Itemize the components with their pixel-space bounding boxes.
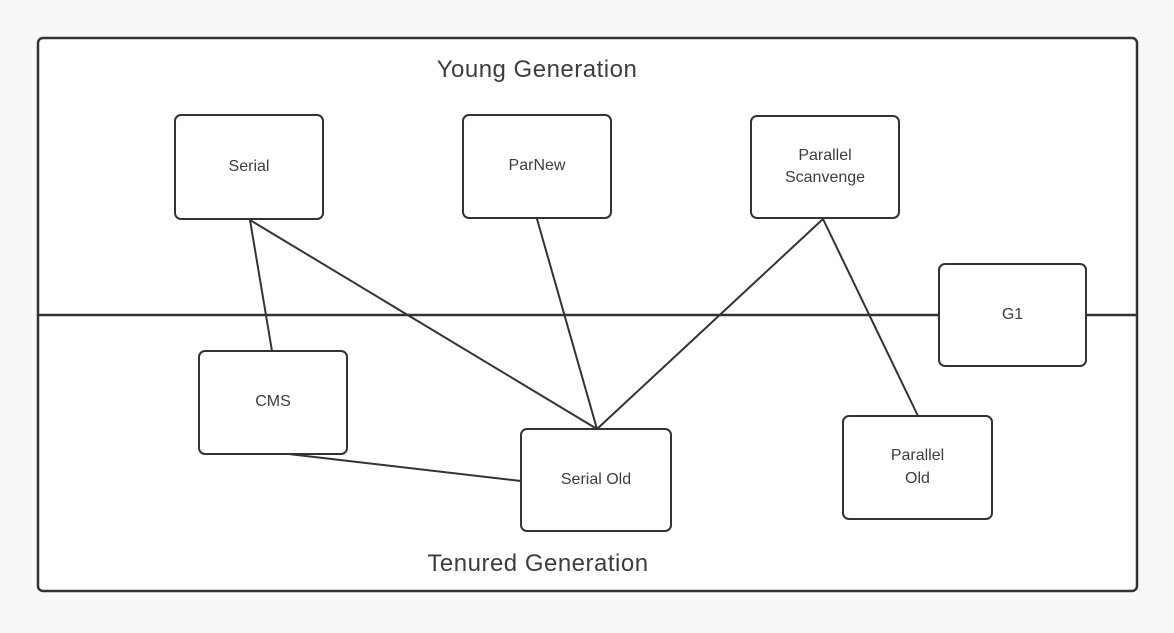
node-parnew-label: ParNew bbox=[508, 157, 566, 175]
node-cms: CMS bbox=[198, 350, 348, 455]
connector-cms-to-serial-old bbox=[279, 452, 522, 482]
node-cms-label: CMS bbox=[255, 393, 291, 411]
node-serial-old: Serial Old bbox=[520, 428, 672, 532]
node-parnew: ParNew bbox=[462, 114, 612, 219]
node-serial-old-label: Serial Old bbox=[560, 470, 632, 488]
connector-parallel-scanvenge-to-parallel-old bbox=[822, 218, 919, 417]
connector-parallel-scanvenge-to-serial-old bbox=[596, 218, 824, 430]
node-serial: Serial bbox=[174, 114, 324, 220]
node-g1-label: G1 bbox=[1001, 305, 1024, 323]
node-g1: G1 bbox=[938, 263, 1087, 367]
node-parallel-old-label: Old bbox=[905, 469, 930, 487]
node-parallel-scanvenge-label: Scanvenge bbox=[784, 169, 866, 186]
connector-serial-to-cms bbox=[249, 219, 273, 352]
node-parallel-old-label: Parallel bbox=[890, 447, 945, 465]
young-generation-label: Young Generation bbox=[436, 56, 638, 83]
node-serial-label: Serial bbox=[228, 157, 270, 175]
connector-serial-to-serial-old bbox=[249, 219, 598, 430]
connector-parnew-to-serial-old bbox=[536, 218, 598, 430]
tenured-generation-label: Tenured Generation bbox=[427, 550, 649, 577]
node-parallel-scanvenge-label: Parallel bbox=[798, 146, 852, 164]
